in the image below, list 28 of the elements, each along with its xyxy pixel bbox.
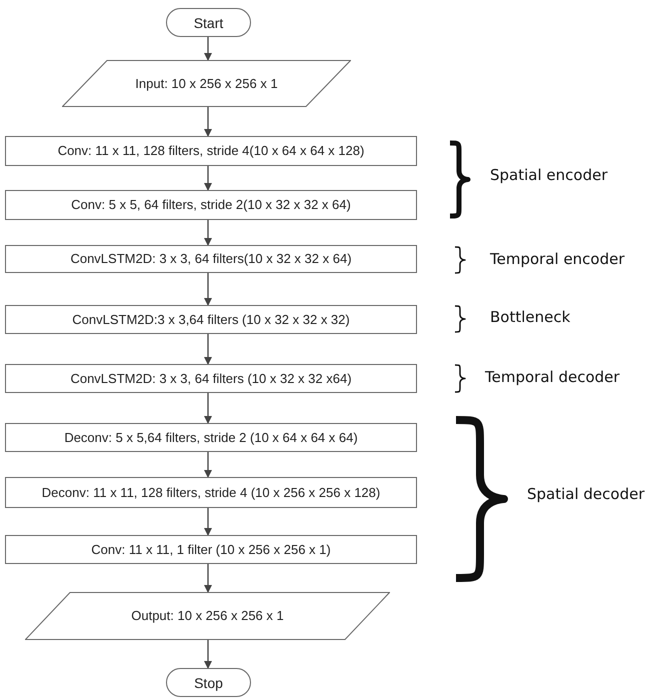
- group-label: Temporal encoder: [490, 250, 625, 268]
- arrow: [204, 220, 212, 246]
- arrow: [204, 273, 212, 306]
- arrow: [204, 640, 212, 669]
- input-parallelogram: Input: 10 x 256 x 256 x 1: [62, 60, 351, 107]
- process-box: ConvLSTM2D: 3 x 3, 64 filters(10 x 32 x 32 x 64): [5, 245, 417, 273]
- arrow: [204, 508, 212, 536]
- process-box: Conv: 11 x 11, 1 filter (10 x 256 x 256 x 1): [5, 535, 417, 564]
- group-label: Temporal decoder: [485, 368, 620, 386]
- group-label: Spatial decoder: [527, 485, 645, 503]
- output-parallelogram: Output: 10 x 256 x 256 x 1: [25, 592, 390, 640]
- arrow: [204, 452, 212, 478]
- process-box: Deconv: 5 x 5,64 filters, stride 2 (10 x 64 x 64 x 64): [5, 423, 417, 452]
- group-label: Spatial encoder: [490, 166, 608, 184]
- arrow: [204, 107, 212, 137]
- terminal-shape: Start: [166, 8, 251, 37]
- arrow: [204, 166, 212, 191]
- arrow: [204, 37, 212, 61]
- arrow: [204, 564, 212, 593]
- process-box: ConvLSTM2D: 3 x 3, 64 filters (10 x 32 x 32 x64): [5, 364, 417, 393]
- process-box: Conv: 5 x 5, 64 filters, stride 2(10 x 32 x 32 x 64): [5, 190, 417, 220]
- arrow: [204, 334, 212, 365]
- arrow: [204, 393, 212, 424]
- terminal-shape: Stop: [166, 668, 251, 697]
- group-label: Bottleneck: [490, 308, 570, 326]
- process-box: Conv: 11 x 11, 128 filters, stride 4(10 x 64 x 64 x 128): [5, 136, 417, 166]
- process-box: Deconv: 11 x 11, 128 filters, stride 4 (10 x 256 x 256 x 128): [5, 477, 417, 508]
- process-box: ConvLSTM2D:3 x 3,64 filters (10 x 32 x 32 x 32): [5, 305, 417, 334]
